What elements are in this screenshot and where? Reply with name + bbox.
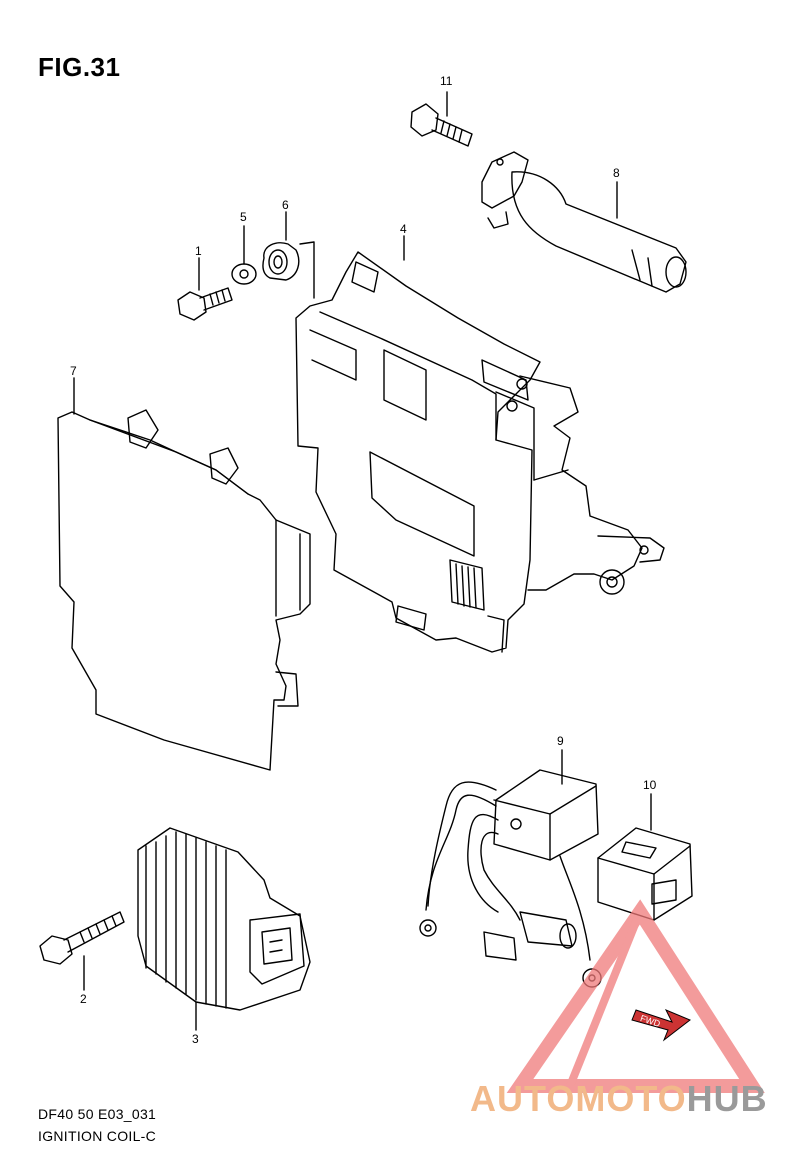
callout-7: 7 <box>70 364 77 378</box>
callout-1: 1 <box>195 244 202 258</box>
part-11-bolt <box>410 103 473 147</box>
part-10-block <box>597 827 693 921</box>
callout-8: 8 <box>613 166 620 180</box>
diagram-code: DF40 50 E03_031 <box>38 1106 157 1122</box>
part-6-grommet <box>262 242 300 281</box>
callout-5: 5 <box>240 210 247 224</box>
part-1-bolt <box>177 287 233 321</box>
part-4-bracket <box>295 251 665 653</box>
callout-3: 3 <box>192 1032 199 1046</box>
part-7-cover <box>57 409 311 771</box>
callout-6: 6 <box>282 198 289 212</box>
part-8-ignition-coil <box>481 151 687 293</box>
callout-4: 4 <box>400 222 407 236</box>
part-5-washer <box>231 263 257 285</box>
watermark-text-part2: HUB <box>686 1078 768 1119</box>
fwd-arrow <box>631 1009 691 1042</box>
part-2-bolt <box>39 911 125 965</box>
watermark-text-part1: AUTOMOTO <box>470 1078 687 1119</box>
part-9-harness <box>419 769 602 988</box>
callout-9: 9 <box>557 734 564 748</box>
watermark-text: AUTOMOTOHUB <box>470 1078 768 1120</box>
callout-10: 10 <box>643 778 657 792</box>
callout-2: 2 <box>80 992 87 1006</box>
watermark-logo <box>506 899 765 1093</box>
callout-11: 11 <box>440 74 453 88</box>
figure-title: FIG.31 <box>38 52 121 82</box>
diagram-name: IGNITION COIL-C <box>38 1128 157 1144</box>
part-3-regulator <box>137 827 311 1011</box>
